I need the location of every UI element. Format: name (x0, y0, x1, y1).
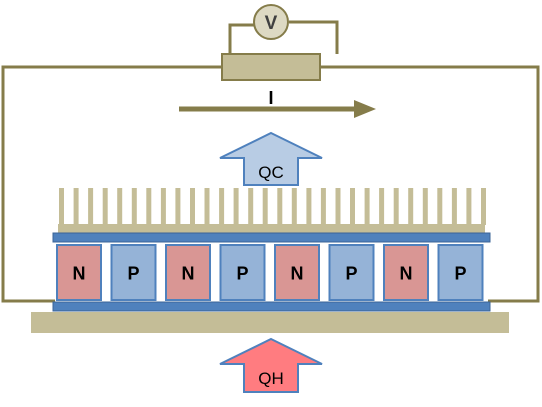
voltmeter-label: V (265, 13, 278, 34)
current-label: I (268, 88, 273, 108)
top-substrate (52, 232, 491, 243)
leg-block (437, 244, 484, 301)
heat-hot-arrow: QH (219, 337, 323, 393)
heatsink-fin (393, 188, 399, 225)
heatsink-fin (422, 188, 428, 225)
current-arrow: I (179, 88, 376, 118)
heatsink-fin (146, 188, 152, 225)
heatsink-fin (204, 188, 210, 225)
bottom-substrate (52, 301, 491, 312)
heatsink-fin (466, 188, 472, 225)
heat-cold-label: QC (258, 163, 284, 182)
heatsink-fin (59, 188, 64, 225)
heatsink-fin (335, 188, 341, 225)
heatsink-fin (408, 188, 414, 225)
leg-label: P (454, 264, 466, 284)
n-leg: N (274, 244, 320, 301)
heatsink-fin (306, 188, 312, 225)
heatsink-fin (248, 188, 254, 225)
heat-hot-arrow-shape (219, 337, 323, 393)
heatsink-fin (219, 188, 225, 225)
leg-label: N (73, 264, 86, 284)
leg-block (165, 244, 211, 301)
heatsink-base (58, 224, 485, 233)
heatsink-fin (262, 188, 268, 225)
leg-label: P (127, 264, 139, 284)
heatsink-fin (291, 188, 297, 225)
voltmeter: V (253, 4, 289, 40)
circuit-wire (1, 65, 540, 303)
heat-hot-label: QH (258, 369, 284, 388)
heatsink-fin (364, 188, 370, 225)
n-leg: N (165, 244, 211, 301)
heatsink-fin (73, 188, 79, 225)
heat-cold-arrow-shape (219, 131, 323, 186)
leg-label: P (345, 264, 357, 284)
leg-block (56, 244, 102, 301)
leg-block (383, 244, 429, 301)
heatsink-fin (117, 188, 123, 225)
current-arrow-head (354, 100, 376, 118)
n-leg: N (383, 244, 429, 301)
heatsink-fin (437, 188, 443, 225)
heatsink-fin (481, 188, 486, 225)
heatsink-fin (131, 188, 137, 225)
leg-block (110, 244, 157, 301)
heatsink-fins (59, 188, 486, 225)
leg-label: P (236, 264, 248, 284)
load-resistor (221, 53, 321, 81)
heatsink-fin (175, 188, 181, 225)
hot-plate (31, 312, 509, 333)
p-leg: P (437, 244, 484, 301)
n-leg: N (56, 244, 102, 301)
heatsink-fin (233, 188, 239, 225)
heatsink-fin (88, 188, 94, 225)
voltmeter-dial (253, 4, 289, 40)
heatsink-fin (102, 188, 108, 225)
heatsink-fin (160, 188, 166, 225)
p-leg: P (328, 244, 375, 301)
heatsink-fin (320, 188, 326, 225)
leg-block (274, 244, 320, 301)
heatsink-fin (350, 188, 355, 225)
heatsink-fin (379, 188, 385, 225)
heatsink-fin (451, 188, 457, 225)
leg-block (328, 244, 375, 301)
voltmeter-wire (228, 20, 339, 54)
leg-label: N (291, 264, 304, 284)
heat-cold-arrow: QC (219, 131, 323, 186)
p-leg: P (219, 244, 266, 301)
leg-label: N (400, 264, 413, 284)
leg-block (219, 244, 266, 301)
p-leg: P (110, 244, 157, 301)
heatsink-fin (277, 188, 283, 225)
leg-label: N (182, 264, 195, 284)
heatsink-fin (190, 188, 195, 225)
